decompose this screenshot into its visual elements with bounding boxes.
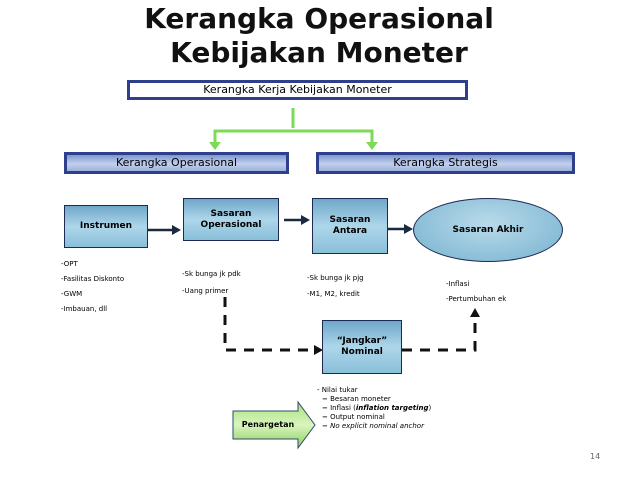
jangkar-note-no-anchor-text: No explicit nominal anchor [330,422,424,430]
antara-item: -M1, M2, kredit [307,290,360,298]
jangkar-note-no-anchor: − No explicit nominal anchor [322,422,424,430]
dashed-path-operasional-to-jangkar [223,297,315,352]
page-number: 14 [590,452,601,461]
top-framework-box: Kerangka Kerja Kebijakan Moneter [127,80,468,100]
node-sasaran-akhir-label: Sasaran Akhir [452,225,524,235]
green-connector-branch [213,129,374,144]
title-text: Kerangka Operasional Kebijakan Moneter [144,2,494,69]
penargetan-label: Penargetan [241,420,295,429]
akhir-item: -Inflasi [446,280,470,288]
operasional-item: -Sk bunga jk pdk [182,270,241,278]
instrumen-item: -GWM [61,290,83,298]
penargetan-block-arrow [232,400,316,450]
node-sasaran-antara-label: Sasaran Antara [329,215,371,236]
dashed-arrowhead-to-akhir [470,308,480,317]
green-arrowhead-right [366,142,378,150]
arrowhead-antara-to-akhir [404,224,413,234]
instrumen-item: -Imbauan, dll [61,305,108,313]
dashed-path-jangkar-to-akhir [402,315,477,352]
jangkar-note-nilai-tukar: - Nilai tukar [317,386,358,394]
header-kerangka-operasional: Kerangka Operasional [64,152,289,174]
jangkar-note-inflasi-prefix: Inflasi ( [330,404,356,412]
jangkar-note-besaran: − Besaran moneter [322,395,391,403]
jangkar-note-inflasi-em: inflation targeting [355,404,429,412]
jangkar-note-inflasi-suffix: ) [428,404,432,412]
node-jangkar-nominal: “Jangkar” Nominal [322,320,402,374]
instrumen-item: -OPT [61,260,78,268]
node-instrumen-label: Instrumen [79,221,133,231]
antara-item: -Sk bunga jk pjg [307,274,364,282]
operasional-item: -Uang primer [182,287,229,295]
green-arrowhead-left [209,142,221,150]
node-instrumen: Instrumen [64,205,148,248]
dashed-arrowhead-to-jangkar [314,345,323,355]
instrumen-item: -Fasilitas Diskonto [61,275,125,283]
arrowhead-instrumen-to-operasional [172,225,181,235]
node-sasaran-akhir: Sasaran Akhir [413,198,563,262]
jangkar-note-inflasi: − Inflasi (inflation targeting) [322,404,432,412]
header-kerangka-strategis: Kerangka Strategis [316,152,575,174]
jangkar-note-output: − Output nominal [322,413,385,421]
jangkar-note-output-text: Output nominal [330,413,385,421]
node-jangkar-nominal-label: “Jangkar” Nominal [336,336,388,357]
page-title: Kerangka Operasional Kebijakan Moneter [0,2,638,70]
jangkar-note-besaran-text: Besaran moneter [330,395,391,403]
arrowhead-operasional-to-antara [301,215,310,225]
node-sasaran-antara: Sasaran Antara [312,198,388,254]
node-sasaran-operasional-label: Sasaran Operasional [200,208,262,230]
akhir-item: -Pertumbuhan ek [446,295,507,303]
node-sasaran-operasional: Sasaran Operasional [183,198,279,241]
